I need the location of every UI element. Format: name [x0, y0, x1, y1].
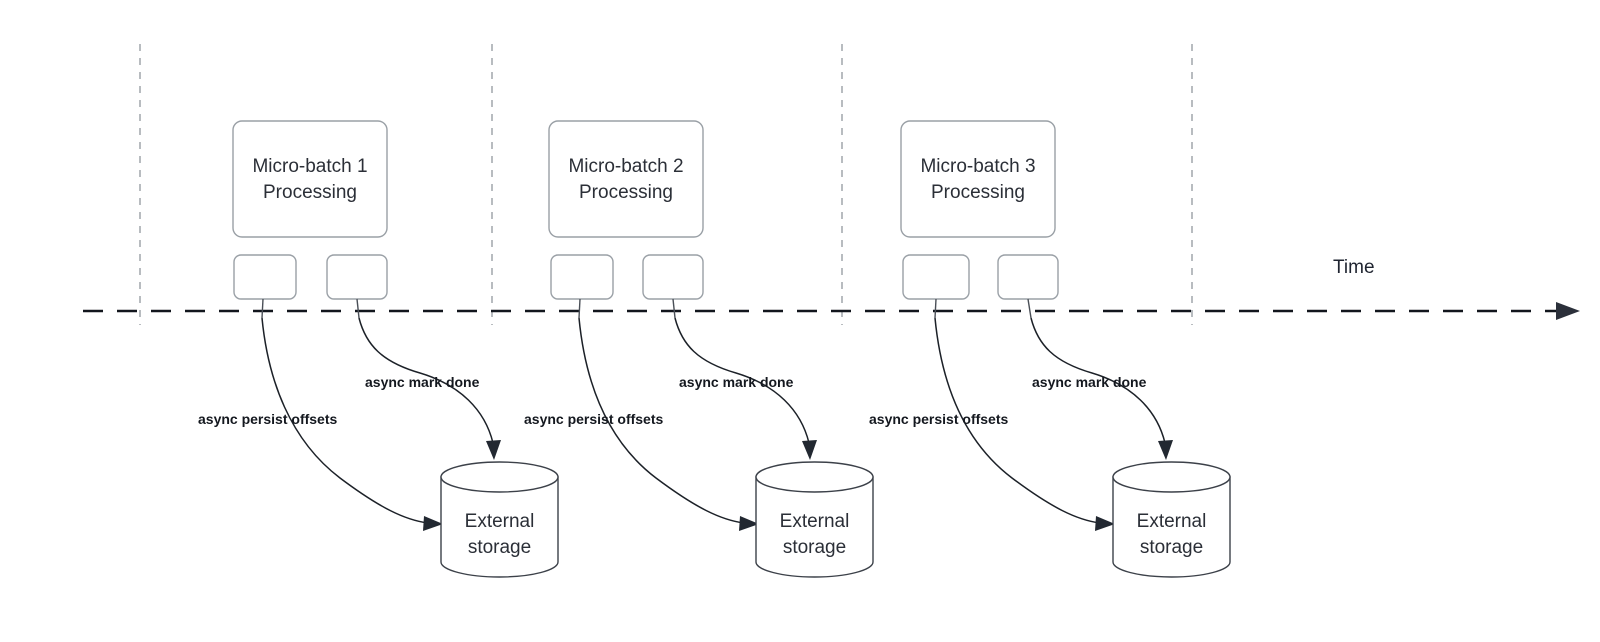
external-storage-3-label-line2: storage: [1140, 537, 1203, 558]
mark-done-curve-1: [358, 317, 494, 444]
micro-batch-2-label-line1: Micro-batch 2: [568, 156, 683, 177]
mark-done-label-2: async mark done: [679, 374, 794, 390]
mini-box-1b[interactable]: [326, 254, 388, 300]
mark-done-curve-3: [1030, 317, 1166, 444]
external-storage-1[interactable]: External storage: [440, 461, 559, 578]
micro-batch-3-box[interactable]: [900, 120, 1056, 238]
mini-box-2b[interactable]: [642, 254, 704, 300]
external-storage-1-label-line2: storage: [468, 537, 531, 558]
time-axis-label: Time: [1333, 257, 1375, 278]
mark-done-arrowhead-2: [802, 440, 817, 460]
external-storage-2-top: [755, 461, 874, 493]
external-storage-1-label-line1: External: [465, 511, 535, 532]
mini-box-3b[interactable]: [997, 254, 1059, 300]
mark-done-arrowhead-1: [486, 440, 501, 460]
group-3: Micro-batch 3 Processing External storag…: [869, 120, 1231, 578]
persist-offsets-curve-3: [934, 317, 1101, 524]
external-storage-2[interactable]: External storage: [755, 461, 874, 578]
mini-box-2a[interactable]: [550, 254, 614, 300]
micro-batch-2-box[interactable]: [548, 120, 704, 238]
mini-box-1a[interactable]: [233, 254, 297, 300]
mark-done-label-3: async mark done: [1032, 374, 1147, 390]
external-storage-3-body: [1112, 476, 1231, 578]
external-storage-2-label-line2: storage: [783, 537, 846, 558]
connector-1a: [261, 298, 264, 319]
connector-1b: [356, 298, 360, 319]
external-storage-3[interactable]: External storage: [1112, 461, 1231, 578]
persist-offsets-curve-1: [261, 317, 429, 524]
micro-batch-2-label-line2: Processing: [579, 182, 673, 203]
connector-2a: [578, 298, 581, 319]
time-axis-arrowhead: [1556, 302, 1580, 320]
tick-lines-group: [139, 44, 1193, 325]
mark-done-arrowhead-3: [1158, 440, 1173, 460]
connector-2b: [672, 298, 676, 319]
micro-batch-1-label-line1: Micro-batch 1: [252, 156, 367, 177]
micro-batch-3-label-line1: Micro-batch 3: [920, 156, 1035, 177]
persist-offsets-curve-2: [578, 317, 745, 524]
micro-batch-1-box[interactable]: [232, 120, 388, 238]
persist-offsets-label-1: async persist offsets: [198, 411, 337, 427]
external-storage-3-label-line1: External: [1137, 511, 1207, 532]
external-storage-2-body: [755, 476, 874, 578]
group-1: Micro-batch 1 Processing External storag…: [198, 120, 559, 578]
connector-3a: [934, 298, 937, 319]
time-axis: [83, 302, 1580, 320]
mini-box-3a[interactable]: [902, 254, 970, 300]
connector-3b: [1027, 298, 1032, 319]
persist-offsets-label-3: async persist offsets: [869, 411, 1008, 427]
mark-done-curve-2: [674, 317, 810, 444]
micro-batch-1-label-line2: Processing: [263, 182, 357, 203]
mark-done-label-1: async mark done: [365, 374, 480, 390]
persist-offsets-arrowhead-1: [423, 516, 443, 531]
micro-batch-3-label-line2: Processing: [931, 182, 1025, 203]
persist-offsets-arrowhead-3: [1095, 516, 1115, 531]
external-storage-1-top: [440, 461, 559, 493]
external-storage-3-top: [1112, 461, 1231, 493]
external-storage-2-label-line1: External: [780, 511, 850, 532]
external-storage-1-body: [440, 476, 559, 578]
group-2: Micro-batch 2 Processing External storag…: [524, 120, 874, 578]
persist-offsets-label-2: async persist offsets: [524, 411, 663, 427]
persist-offsets-arrowhead-2: [739, 516, 759, 531]
